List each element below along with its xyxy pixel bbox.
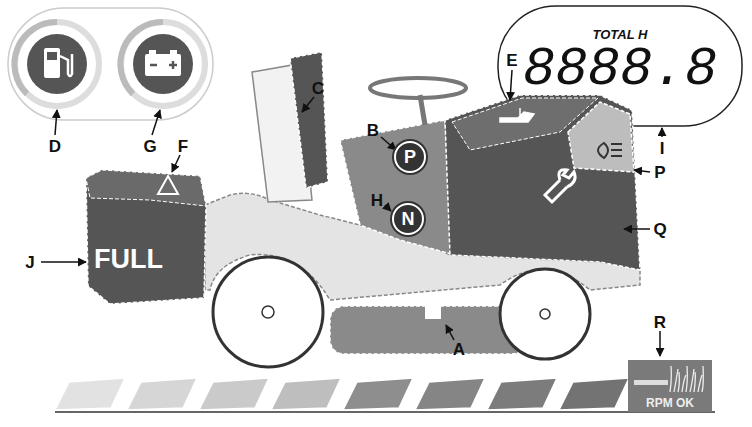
callout-letter: H [371, 192, 383, 209]
rpm-segment [127, 378, 197, 410]
callout-letter: F [178, 138, 188, 155]
callout-letter: R [654, 314, 666, 331]
rpm-ok-box: RPM OK [628, 360, 712, 412]
callout-letter: G [143, 138, 156, 155]
display-digits: 8888.8 [523, 42, 717, 99]
callout-letter: Q [653, 221, 666, 238]
rpm-bar [55, 378, 715, 412]
indicator-text: RPM OK [646, 397, 694, 410]
steering-wheel [370, 78, 466, 98]
rpm-segment [415, 378, 485, 410]
callout-letter: I [660, 140, 665, 157]
seat [290, 52, 328, 188]
grass-icon [628, 362, 712, 394]
callout-letter: E [506, 52, 517, 69]
leader-lines [41, 70, 662, 356]
rpm-segment [487, 378, 557, 410]
callout-letter: J [25, 254, 34, 271]
callout-letter: P [654, 164, 665, 181]
rpm-segment [271, 378, 341, 410]
rpm-segment [55, 378, 125, 410]
indicator-text: P [404, 148, 416, 167]
parking-indicator: P [394, 141, 426, 173]
callout-letter: B [367, 122, 379, 139]
control-panel [340, 120, 455, 255]
headlight-panel [568, 102, 634, 172]
callout-letter: A [453, 341, 465, 358]
hood [445, 95, 640, 270]
rpm-segment [343, 378, 413, 410]
indicator-text: FULL [94, 245, 163, 273]
service-icon [545, 170, 575, 202]
oil-icon [500, 108, 534, 122]
callout-letter: C [312, 80, 324, 97]
display-caption: TOTAL H [593, 28, 648, 42]
neutral-indicator: N [392, 203, 424, 235]
rpm-segment [199, 378, 269, 410]
hour-meter: TOTAL H8888.8 [505, 10, 735, 122]
indicator-panel [8, 8, 213, 120]
bag-shape [80, 166, 210, 306]
grass-bag: FULL [80, 166, 210, 306]
wheels [213, 257, 590, 367]
callout-letter: D [49, 138, 61, 155]
indicator-text: N [402, 210, 415, 229]
cutting-deck [330, 296, 526, 354]
rpm-segment [559, 378, 629, 410]
